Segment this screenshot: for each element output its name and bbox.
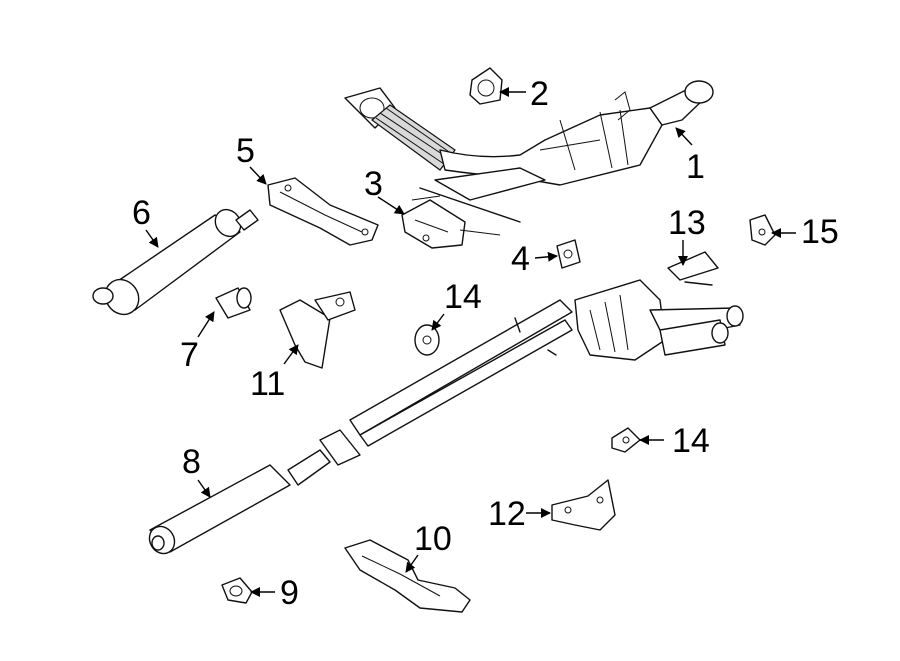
callout-14-upper: 14 [444, 278, 482, 316]
callout-9: 9 [280, 574, 299, 612]
callout-10: 10 [414, 520, 452, 558]
callout-14-lower: 14 [672, 422, 710, 460]
support-bracket-5 [267, 177, 379, 246]
callout-2: 2 [530, 75, 549, 113]
heat-shield-10 [344, 539, 471, 613]
callout-3: 3 [364, 165, 383, 203]
rubber-hanger-4 [556, 239, 581, 269]
pipe-gasket-9 [221, 577, 253, 604]
callout-13: 13 [668, 204, 706, 242]
callout-11: 11 [250, 365, 285, 403]
leader-lines [145, 87, 796, 597]
resonator-6 [92, 208, 259, 316]
callout-4: 4 [511, 240, 530, 278]
flange-gasket [469, 67, 503, 105]
callout-7: 7 [180, 336, 199, 374]
rubber-hanger-14-upper [414, 324, 440, 356]
catalytic-converter-front-pipe [344, 80, 714, 223]
rubber-hanger-14-lower [611, 427, 641, 453]
hanger-bracket-13 [667, 251, 719, 286]
callout-15: 15 [801, 213, 839, 251]
rear-bracket-12 [551, 479, 616, 531]
callout-8: 8 [182, 443, 201, 481]
heat-shield-bracket [401, 195, 501, 249]
insulator-15 [749, 214, 776, 246]
callout-6: 6 [132, 194, 151, 232]
pipe-clamp-7 [215, 287, 252, 319]
mounting-bracket-11 [279, 291, 356, 369]
callout-labels: 1 2 3 4 5 6 7 8 9 10 11 12 13 14 14 15 [132, 75, 839, 612]
callout-1: 1 [686, 148, 705, 186]
callout-5: 5 [236, 132, 255, 170]
callout-12: 12 [488, 495, 526, 533]
intermediate-pipe-muffler-8 [148, 279, 744, 555]
